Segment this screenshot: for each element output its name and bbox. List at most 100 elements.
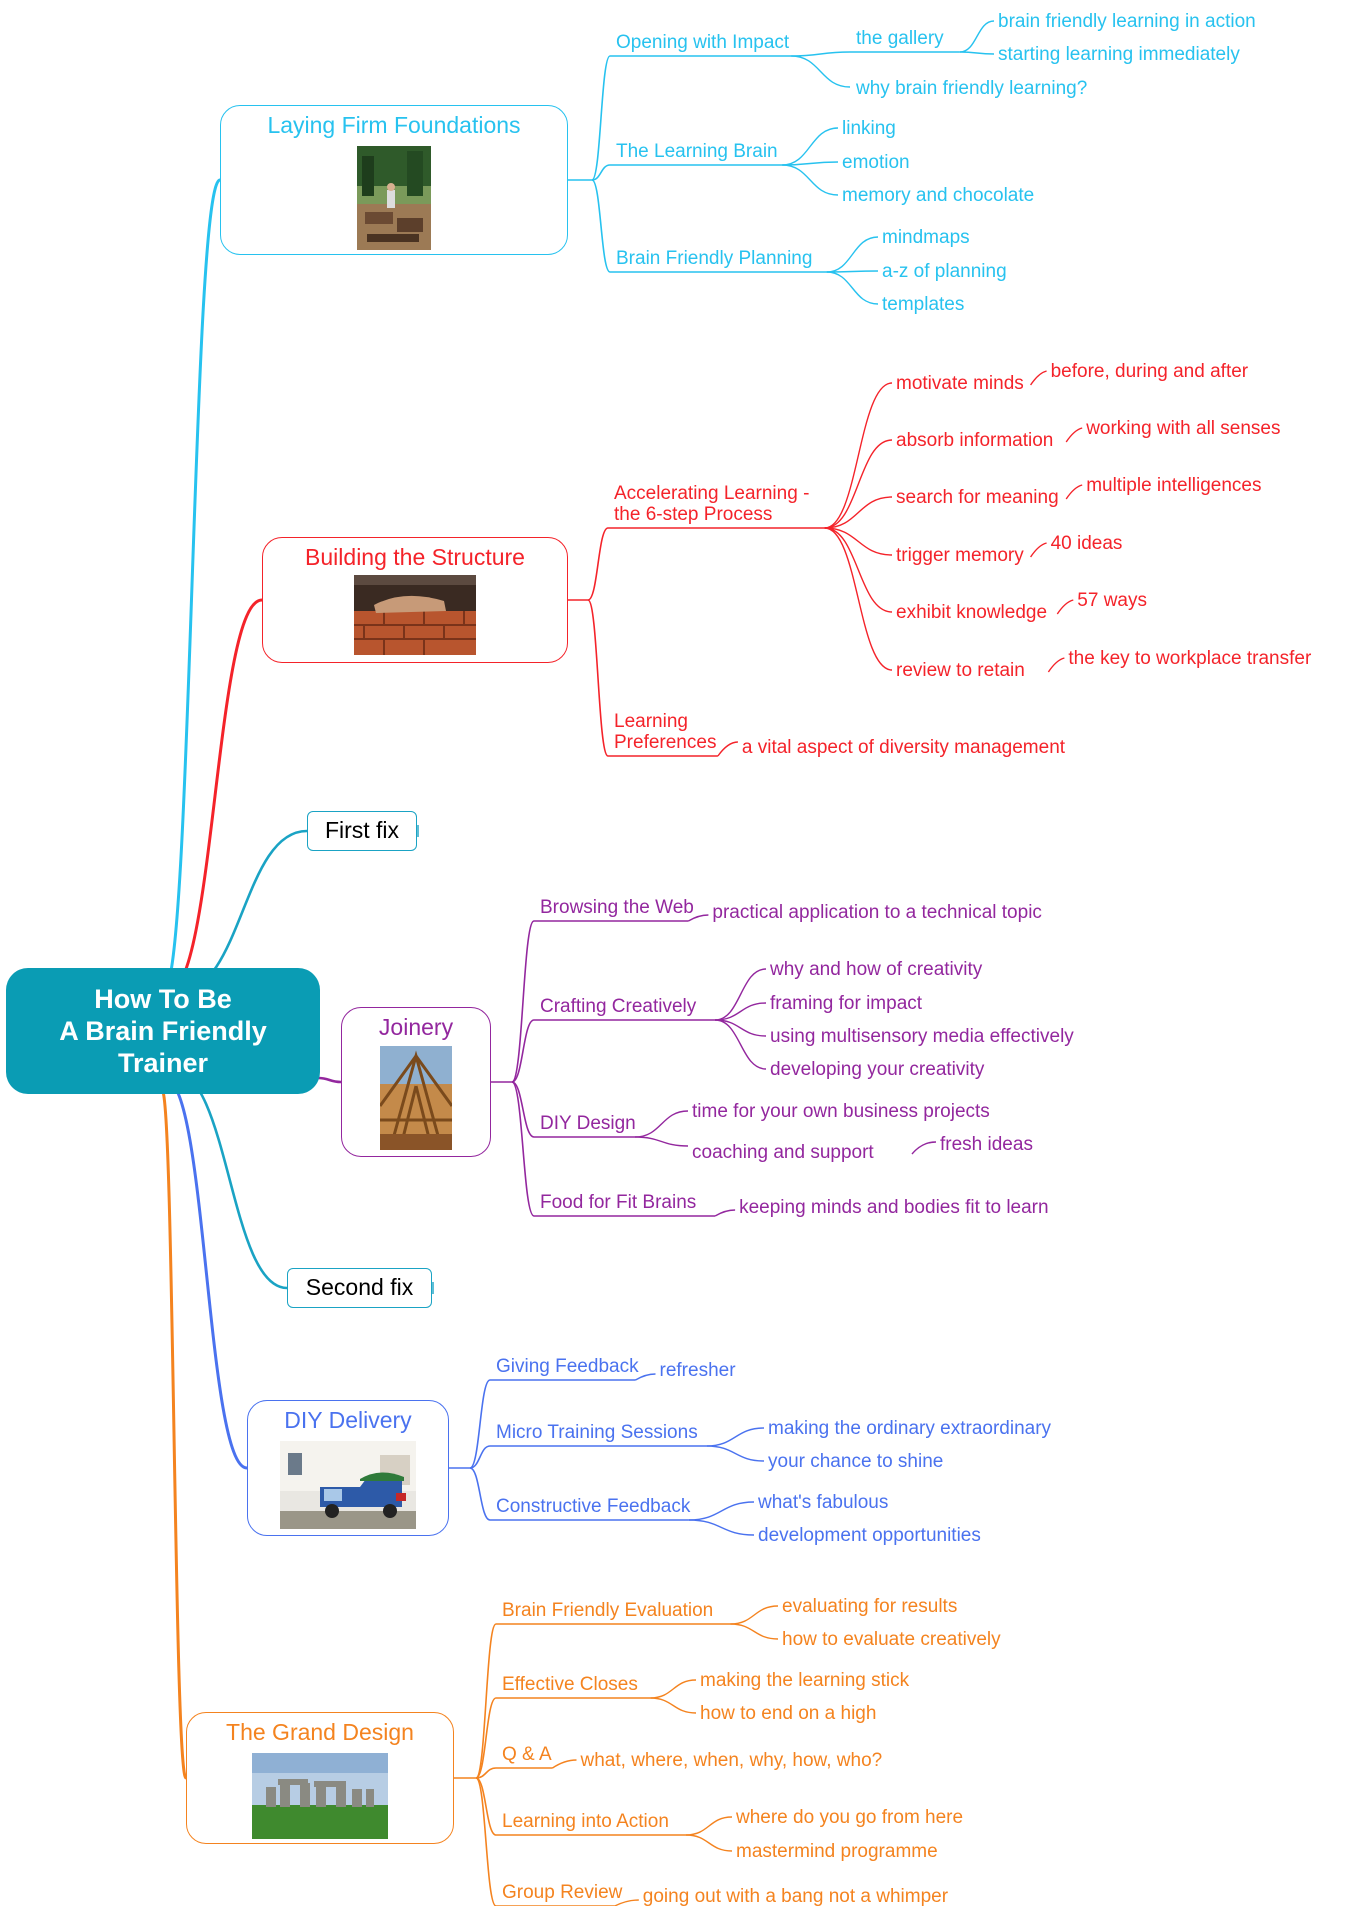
connector-line [591,164,611,181]
connector-line [475,1623,497,1779]
leaf-making-the-learning-stick[interactable]: making the learning stick [700,1670,910,1691]
leaf-going-out-with-a-bang-not-a-whimper[interactable]: going out with a bang not a whimper [643,1886,949,1906]
connector-line [511,1081,535,1138]
leaf-using-multisensory-media-effectively[interactable]: using multisensory media effectively [770,1026,1074,1047]
topic-the-grand-design[interactable]: The Grand Design [186,1712,454,1844]
leaf-what-where-when-why-how-who[interactable]: what, where, when, why, how, who? [580,1750,883,1771]
leaf-a-vital-aspect-of-diversity-management[interactable]: a vital aspect of diversity management [742,737,1066,758]
leaf-review-to-retain[interactable]: review to retain [896,660,1025,681]
topic-first-fix[interactable]: First fix [307,811,417,851]
topic-joinery[interactable]: Joinery [341,1007,491,1157]
central-topic-line-1: How To Be [94,984,232,1014]
subtopic-accelerating-learning-the-6-step-process[interactable]: Accelerating Learning -the 6-step Proces… [614,483,809,525]
topic-title: Laying Firm Foundations [267,112,521,138]
leaf-40-ideas[interactable]: 40 ideas [1051,533,1123,554]
leaf-making-the-ordinary-extraordinary[interactable]: making the ordinary extraordinary [768,1418,1052,1439]
leaf-linking[interactable]: linking [842,118,896,139]
leaf-exhibit-knowledge[interactable]: exhibit knowledge [896,602,1047,623]
subtopic-micro-training-sessions[interactable]: Micro Training Sessions [496,1422,698,1443]
connector-line [511,1081,535,1217]
connector-line [714,1209,736,1217]
connector-line [824,527,893,671]
connector-line [475,1777,497,1836]
connector-line [685,1834,733,1852]
leaf-your-chance-to-shine[interactable]: your chance to shine [768,1451,943,1472]
leaf-57-ways[interactable]: 57 ways [1077,590,1147,611]
topic-title: Second fix [305,1274,414,1300]
leaf-development-opportunities[interactable]: development opportunities [758,1525,981,1546]
leaf-starting-learning-immediately[interactable]: starting learning immediately [998,44,1240,65]
leaf-coaching-and-support[interactable]: coaching and support [692,1142,874,1163]
leaf-developing-your-creativity[interactable]: developing your creativity [770,1059,985,1080]
leaf-before-during-and-after[interactable]: before, during and after [1051,361,1249,382]
connector-line [824,527,893,556]
subtopic-crafting-creatively[interactable]: Crafting Creatively [540,996,697,1017]
leaf-multiple-intelligences[interactable]: multiple intelligences [1086,475,1261,496]
leaf-why-and-how-of-creativity[interactable]: why and how of creativity [769,959,983,980]
topic-building-the-structure[interactable]: Building the Structure [262,537,568,663]
topic-diy-delivery[interactable]: DIY Delivery [247,1400,449,1536]
leaf-refresher[interactable]: refresher [660,1360,737,1381]
subtopic-food-for-fit-brains[interactable]: Food for Fit Brains [540,1192,696,1213]
subtopic-brain-friendly-evaluation[interactable]: Brain Friendly Evaluation [502,1600,713,1621]
leaf-emotion[interactable]: emotion [842,152,910,173]
subtopic-giving-feedback[interactable]: Giving Feedback [496,1356,639,1377]
leaf-memory-and-chocolate[interactable]: memory and chocolate [842,185,1034,206]
leaf-the-key-to-workplace-transfer[interactable]: the key to workplace transfer [1068,648,1312,669]
leaf-fresh-ideas[interactable]: fresh ideas [940,1134,1033,1155]
leaf-brain-friendly-learning-in-action[interactable]: brain friendly learning in action [998,11,1256,32]
leaf-framing-for-impact[interactable]: framing for impact [770,993,923,1014]
connector-line [715,1019,767,1070]
bricklaying-photo [354,575,476,655]
subtopic-the-learning-brain[interactable]: The Learning Brain [616,141,778,162]
leaf-search-for-meaning[interactable]: search for meaning [896,487,1059,508]
connector-line [475,1767,497,1779]
subtopic-learning-into-action[interactable]: Learning into Action [502,1811,669,1832]
leaf-keeping-minds-and-bodies-fit-to-learn[interactable]: keeping minds and bodies fit to learn [739,1197,1048,1218]
subtopic-opening-with-impact[interactable]: Opening with Impact [616,32,790,53]
leaf-mastermind-programme[interactable]: mastermind programme [736,1841,938,1862]
leaf-absorb-information[interactable]: absorb information [896,430,1053,451]
connector-line [826,271,879,305]
stonehenge-photo [252,1753,388,1839]
topic-title: DIY Delivery [284,1407,412,1433]
connector-line [469,1467,491,1521]
topic-title: The Grand Design [226,1719,414,1745]
leaf-what-s-fabulous[interactable]: what's fabulous [757,1492,888,1513]
subtopic-brain-friendly-planning[interactable]: Brain Friendly Planning [616,248,812,269]
connector-line [688,1501,755,1521]
subtopic-browsing-the-web[interactable]: Browsing the Web [540,897,694,918]
connector-line [469,1445,491,1469]
leaf-how-to-end-on-a-high[interactable]: how to end on a high [700,1703,876,1724]
leaf-trigger-memory[interactable]: trigger memory [896,545,1024,566]
leaf-templates[interactable]: templates [882,294,964,315]
leaf-motivate-minds[interactable]: motivate minds [896,373,1024,394]
topic-second-fix[interactable]: Second fix [287,1268,432,1308]
subtopic-q-a[interactable]: Q & A [502,1744,552,1765]
leaf-how-to-evaluate-creatively[interactable]: how to evaluate creatively [782,1629,1001,1650]
leaf-time-for-your-own-business-projects[interactable]: time for your own business projects [692,1101,990,1122]
leaf-where-do-you-go-from-here[interactable]: where do you go from here [735,1807,963,1828]
leaf-a-z-of-planning[interactable]: a-z of planning [882,261,1007,282]
connector-line [1030,542,1047,558]
subtopic-constructive-feedback[interactable]: Constructive Feedback [496,1496,691,1517]
leaf-mindmaps[interactable]: mindmaps [882,227,970,248]
connector-line [634,1110,689,1138]
connector-line [552,1759,577,1769]
leaf-practical-application-to-a-technical-topic[interactable]: practical application to a technical top… [712,902,1042,923]
branch-line-structure [167,598,263,994]
subtopic-the-gallery[interactable]: the gallery [856,28,944,49]
leaf-evaluating-for-results[interactable]: evaluating for results [782,1596,957,1617]
leaf-working-with-all-senses[interactable]: working with all senses [1085,418,1280,439]
subtopic-effective-closes[interactable]: Effective Closes [502,1674,638,1695]
subtopic-group-review[interactable]: Group Review [502,1882,623,1903]
subtopic-diy-design[interactable]: DIY Design [540,1113,636,1134]
connector-line [587,527,609,601]
topic-laying-firm-foundations[interactable]: Laying Firm Foundations [220,105,568,255]
connector-line [614,1899,639,1906]
leaf-why-brain-friendly-learning[interactable]: why brain friendly learning? [855,78,1087,99]
central-topic[interactable]: How To Be A Brain Friendly Trainer [6,968,320,1094]
connector-line [911,1141,937,1155]
connector-line [826,236,879,273]
